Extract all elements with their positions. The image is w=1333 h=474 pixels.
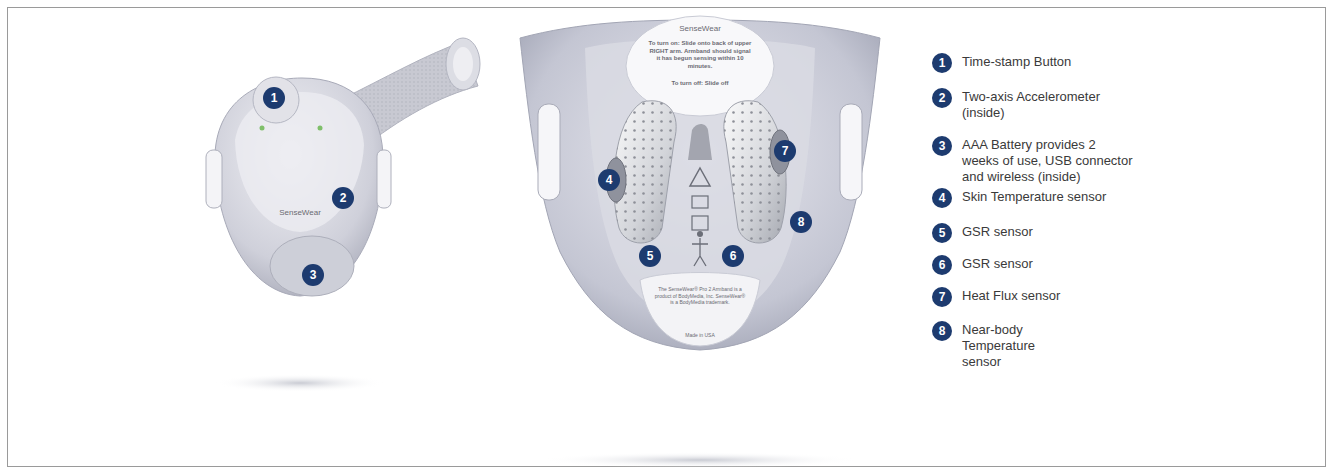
- strap-slot: [538, 104, 560, 200]
- callout-number: 8: [790, 211, 812, 233]
- device-text: SenseWear: [660, 24, 740, 34]
- callout-fill: [302, 264, 324, 286]
- status-led: [260, 126, 265, 131]
- callout-number: 7: [932, 287, 952, 307]
- callout-fill: [598, 169, 620, 191]
- part-name: Time-stamp Button: [962, 54, 1162, 70]
- device-text: The SenseWear® Pro 2 Armband is a produc…: [654, 286, 746, 306]
- strap-clasp: [446, 38, 480, 90]
- battery-cover: [270, 236, 354, 296]
- callout-fill: [932, 321, 952, 341]
- callout-fill: [332, 187, 354, 209]
- callout-fill: [790, 211, 812, 233]
- callout-circle: 1Time-stamp Button: [932, 53, 952, 73]
- timestamp-button: [253, 77, 299, 123]
- callout-circle: 2Two-axis Accelerometer (inside): [932, 88, 952, 108]
- status-led: [318, 126, 323, 131]
- person-icon: [692, 238, 708, 266]
- part-name: GSR sensor: [962, 256, 1162, 272]
- callout-fill: [932, 188, 952, 208]
- callout-circle: 2: [332, 187, 354, 209]
- device-text: Made in USA: [670, 332, 730, 339]
- arm-icon: [688, 124, 712, 160]
- callout-fill: [932, 287, 952, 307]
- callout-fill: [932, 223, 952, 243]
- callout-circle: 3: [302, 264, 324, 286]
- part-name: Near-body Temperature sensor: [962, 322, 1074, 370]
- callout-number: 3: [932, 136, 952, 156]
- callout-circle: 8: [790, 211, 812, 233]
- part-name: Two-axis Accelerometer (inside): [962, 89, 1122, 121]
- part-name: Heat Flux sensor: [962, 288, 1162, 304]
- sensor-face: [235, 92, 364, 232]
- callout-circle: 5: [639, 245, 661, 267]
- callout-number: 4: [598, 169, 620, 191]
- callout-fill: [722, 245, 744, 267]
- callout-circle: 8Near-body Temperature sensor: [932, 321, 952, 341]
- callout-circle: 5GSR sensor: [932, 223, 952, 243]
- strap-slot: [206, 150, 222, 208]
- callout-fill: [263, 87, 285, 109]
- part-name: GSR sensor: [962, 224, 1162, 240]
- callout-circle: 4: [598, 169, 620, 191]
- frame-border: [8, 8, 1326, 467]
- callout-number: 2: [332, 187, 354, 209]
- callout-circle: 6: [722, 245, 744, 267]
- callout-circle: 1: [263, 87, 285, 109]
- strap-slot: [377, 150, 391, 208]
- callout-number: 8: [932, 321, 952, 341]
- callout-fill: [932, 88, 952, 108]
- callout-fill: [932, 255, 952, 275]
- callout-fill: [932, 53, 952, 73]
- callout-number: 1: [263, 87, 285, 109]
- drop-shadow: [215, 374, 385, 392]
- device-text: To turn off: Slide off: [670, 80, 730, 88]
- callout-number: 3: [302, 264, 324, 286]
- callout-fill: [932, 136, 952, 156]
- callout-number: 4: [932, 188, 952, 208]
- callout-number: 1: [932, 53, 952, 73]
- callout-circle: 3AAA Battery provides 2 weeks of use, US…: [932, 136, 952, 156]
- callout-circle: 7: [774, 140, 796, 162]
- drop-shadow: [540, 452, 860, 468]
- callout-number: 7: [774, 140, 796, 162]
- strap-slot: [840, 104, 862, 200]
- callout-fill: [774, 140, 796, 162]
- callout-number: 2: [932, 88, 952, 108]
- class-icon: [692, 216, 708, 230]
- callout-fill: [639, 245, 661, 267]
- callout-number: 6: [722, 245, 744, 267]
- part-name: AAA Battery provides 2 weeks of use, USB…: [962, 137, 1134, 185]
- callout-number: 6: [932, 255, 952, 275]
- callout-number: 5: [932, 223, 952, 243]
- strap-clasp-face: [453, 47, 473, 81]
- part-name: Skin Temperature sensor: [962, 189, 1162, 205]
- manual-icon: [692, 196, 708, 208]
- device-text: SenseWear: [265, 208, 335, 218]
- person-icon-head: [697, 231, 703, 237]
- callout-circle: 6GSR sensor: [932, 255, 952, 275]
- warning-icon: [690, 168, 710, 186]
- callout-number: 5: [639, 245, 661, 267]
- device-text: To turn on: Slide onto back of upper RIG…: [647, 40, 753, 70]
- product-label: [640, 273, 760, 347]
- sensor-body: [215, 78, 383, 296]
- callout-circle: 4Skin Temperature sensor: [932, 188, 952, 208]
- callout-circle: 7Heat Flux sensor: [932, 287, 952, 307]
